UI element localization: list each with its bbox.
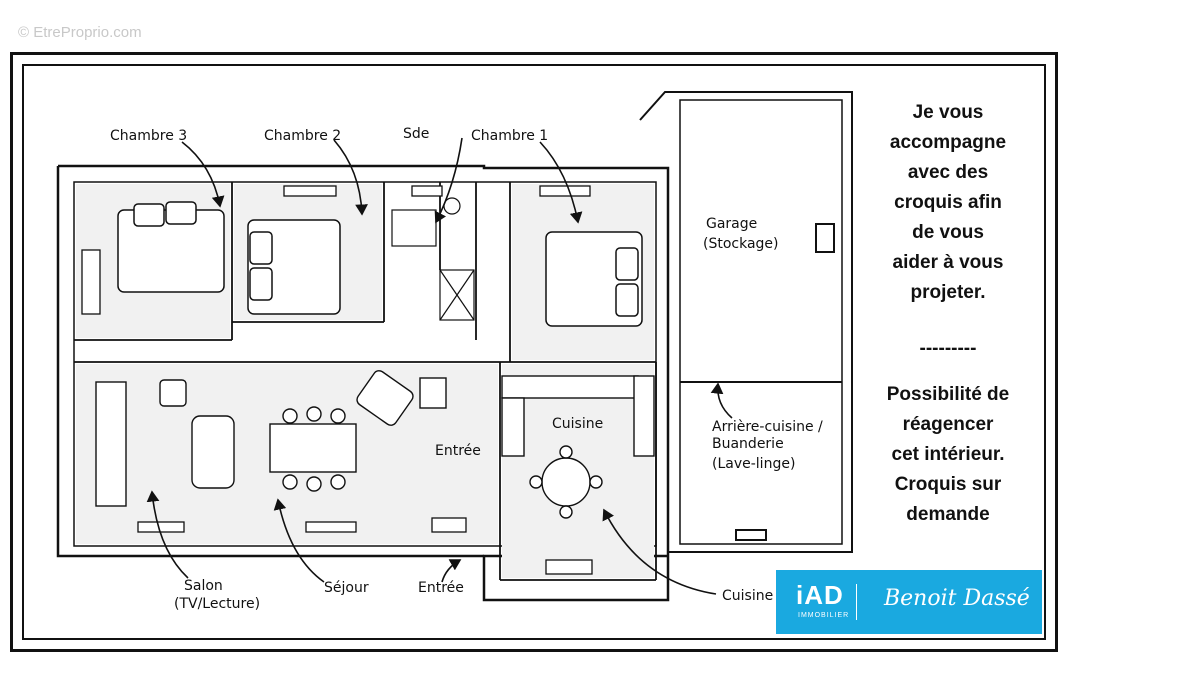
bathroom-fixtures [391,197,475,321]
side-line: réagencer [902,414,994,435]
side-line: projeter. [910,282,986,303]
logo-divider [856,584,857,620]
label-entree-bottom: Entrée [418,580,464,596]
side-spacer [868,308,1028,334]
label-arrows [146,137,733,595]
garage-block [639,91,853,553]
side-spacer [868,364,1028,380]
bed-chambre3 [117,201,225,293]
label-garage: Garage [706,216,757,232]
label-salon: Salon [184,578,223,594]
label-chambre1: Chambre 1 [471,128,548,144]
side-line: Possibilité de [886,384,1010,405]
side-line: aider à vous [892,252,1004,273]
bed-chambre1 [545,231,643,327]
iad-logo: iAD [796,580,844,610]
label-garage-sub: (Stockage) [703,236,779,252]
interior-walls [74,182,657,581]
side-separator: --------- [919,338,977,359]
windows [81,185,593,575]
side-line: cet intérieur. [891,444,1005,465]
label-sde: Sde [403,126,429,142]
label-cuisine-inner: Cuisine [552,416,603,432]
bed-chambre2 [247,219,341,315]
label-entree-inner: Entrée [435,443,481,459]
side-line: croquis afin [894,192,1002,213]
agent-name: Benoit Dassé [884,586,1030,611]
label-arriere-cuisine: Arrière-cuisine / [712,419,823,435]
label-chambre3: Chambre 3 [110,128,187,144]
label-sejour: Séjour [324,580,369,596]
side-line: avec des [907,162,989,183]
side-line: Je vous [912,102,984,123]
watermark-text: © EtreProprio.com [18,24,142,41]
label-lave-linge: (Lave-linge) [712,456,795,472]
label-cuisine-bottom: Cuisine [722,588,773,604]
agent-logo-banner [776,570,1042,634]
side-line: Croquis sur [894,474,1002,495]
side-message: Je vous accompagne avec des croquis afin… [868,98,1028,530]
inner-frame [22,64,1046,640]
side-line: demande [906,504,990,525]
side-line: accompagne [889,132,1007,153]
kitchen-furniture [501,375,655,519]
label-chambre2: Chambre 2 [264,128,341,144]
side-line: de vous [912,222,984,243]
label-buanderie: Buanderie [712,436,784,452]
living-furniture [95,370,447,507]
iad-logo-sub: IMMOBILIER [798,612,850,619]
label-salon-sub: (TV/Lecture) [174,596,260,612]
outer-frame [10,52,1058,652]
